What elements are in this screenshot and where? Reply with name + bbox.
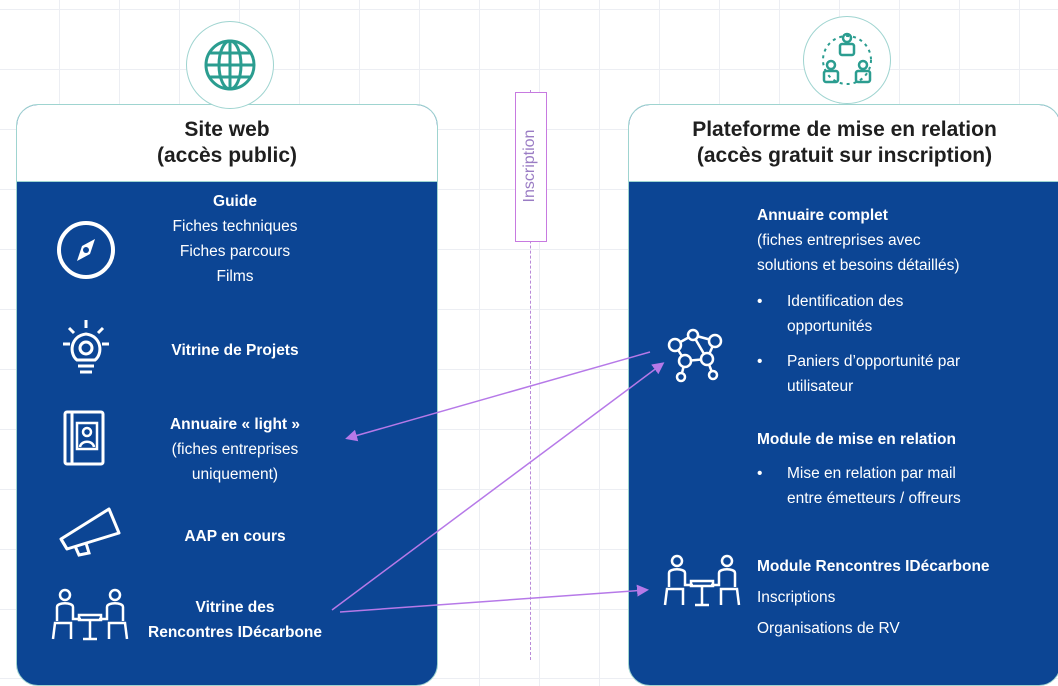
arrow-directory-to-platform <box>345 351 651 442</box>
guide-line: Fiches parcours <box>179 243 291 260</box>
panel-title: Site web <box>184 118 270 141</box>
arrow-meetings-to-module <box>339 584 649 613</box>
meeting-icon <box>51 588 129 641</box>
connector-arrows <box>331 351 665 613</box>
meetings-module-line: Organisations de RV <box>757 620 900 637</box>
directory-light-line: (fiches entreprises <box>171 441 299 458</box>
compass-icon <box>57 221 115 279</box>
bullet-line: entre émetteurs / offreurs <box>787 490 961 507</box>
bullet-line: Identification des <box>787 293 904 310</box>
arrow-meetings-to-platform <box>331 362 665 611</box>
lightbulb-gear-icon <box>63 320 109 374</box>
projects-block: Vitrine de Projets <box>135 338 335 363</box>
full-directory-line: solutions et besoins détaillés) <box>757 257 960 274</box>
matching-platform-header: Plateforme de mise en relation (accès gr… <box>629 105 1058 182</box>
panel-title: Plateforme de mise en relation <box>692 118 997 141</box>
panel-subtitle: (accès gratuit sur inscription) <box>696 144 993 167</box>
meeting-icon <box>663 554 741 607</box>
meetings-module-block: Module Rencontres IDécarbone Inscription… <box>757 551 1057 644</box>
meetings-showcase-title: Vitrine des <box>195 599 275 616</box>
megaphone-icon <box>59 507 121 557</box>
globe-badge <box>186 21 274 109</box>
globe-icon <box>204 39 256 91</box>
people-network-icon <box>822 32 872 85</box>
bullet-dot: • <box>757 465 763 482</box>
contact-book-icon <box>63 410 105 466</box>
guide-block: Guide Fiches techniques Fiches parcours … <box>135 189 335 289</box>
people-network-badge <box>803 16 891 104</box>
guide-line: Films <box>216 268 254 285</box>
center-divider <box>530 90 531 660</box>
meetings-module-title: Module Rencontres IDécarbone <box>757 558 990 575</box>
guide-line: Fiches techniques <box>172 218 298 235</box>
guide-title: Guide <box>213 193 257 210</box>
panel-subtitle: (accès public) <box>156 144 298 167</box>
directory-light-block: Annuaire « light » (fiches entreprises u… <box>135 412 335 487</box>
meetings-module-line: Inscriptions <box>757 589 836 606</box>
bullet-line: Paniers d’opportunité par <box>787 353 961 370</box>
bullet-line: opportunités <box>787 318 873 335</box>
public-website-header: Site web (accès public) <box>17 105 437 182</box>
matching-module-block: Module de mise en relation <box>757 427 1057 452</box>
bullet-dot: • <box>757 293 763 310</box>
network-icon <box>667 328 723 383</box>
public-website-panel: Site web (accès public) Guide Fiches tec… <box>16 104 438 686</box>
full-directory-line: (fiches entreprises avec <box>757 232 921 249</box>
matching-module-title: Module de mise en relation <box>757 431 956 448</box>
bullet-line: utilisateur <box>787 378 854 395</box>
meetings-showcase-title: Rencontres IDécarbone <box>148 624 322 641</box>
projects-title: Vitrine de Projets <box>171 342 299 359</box>
bullet-line: Mise en relation par mail <box>787 465 956 482</box>
meetings-showcase-block: Vitrine des Rencontres IDécarbone <box>115 595 355 645</box>
bullet-dot: • <box>757 353 763 370</box>
directory-light-title: Annuaire « light » <box>169 416 301 433</box>
directory-light-line: uniquement) <box>191 466 279 483</box>
matching-platform-panel: Plateforme de mise en relation (accès gr… <box>628 104 1058 686</box>
aap-title: AAP en cours <box>184 528 286 545</box>
full-directory-block: Annuaire complet (fiches entreprises ave… <box>757 203 1057 278</box>
full-directory-title: Annuaire complet <box>757 207 888 224</box>
aap-block: AAP en cours <box>135 524 335 549</box>
inscription-label-box <box>515 92 547 242</box>
